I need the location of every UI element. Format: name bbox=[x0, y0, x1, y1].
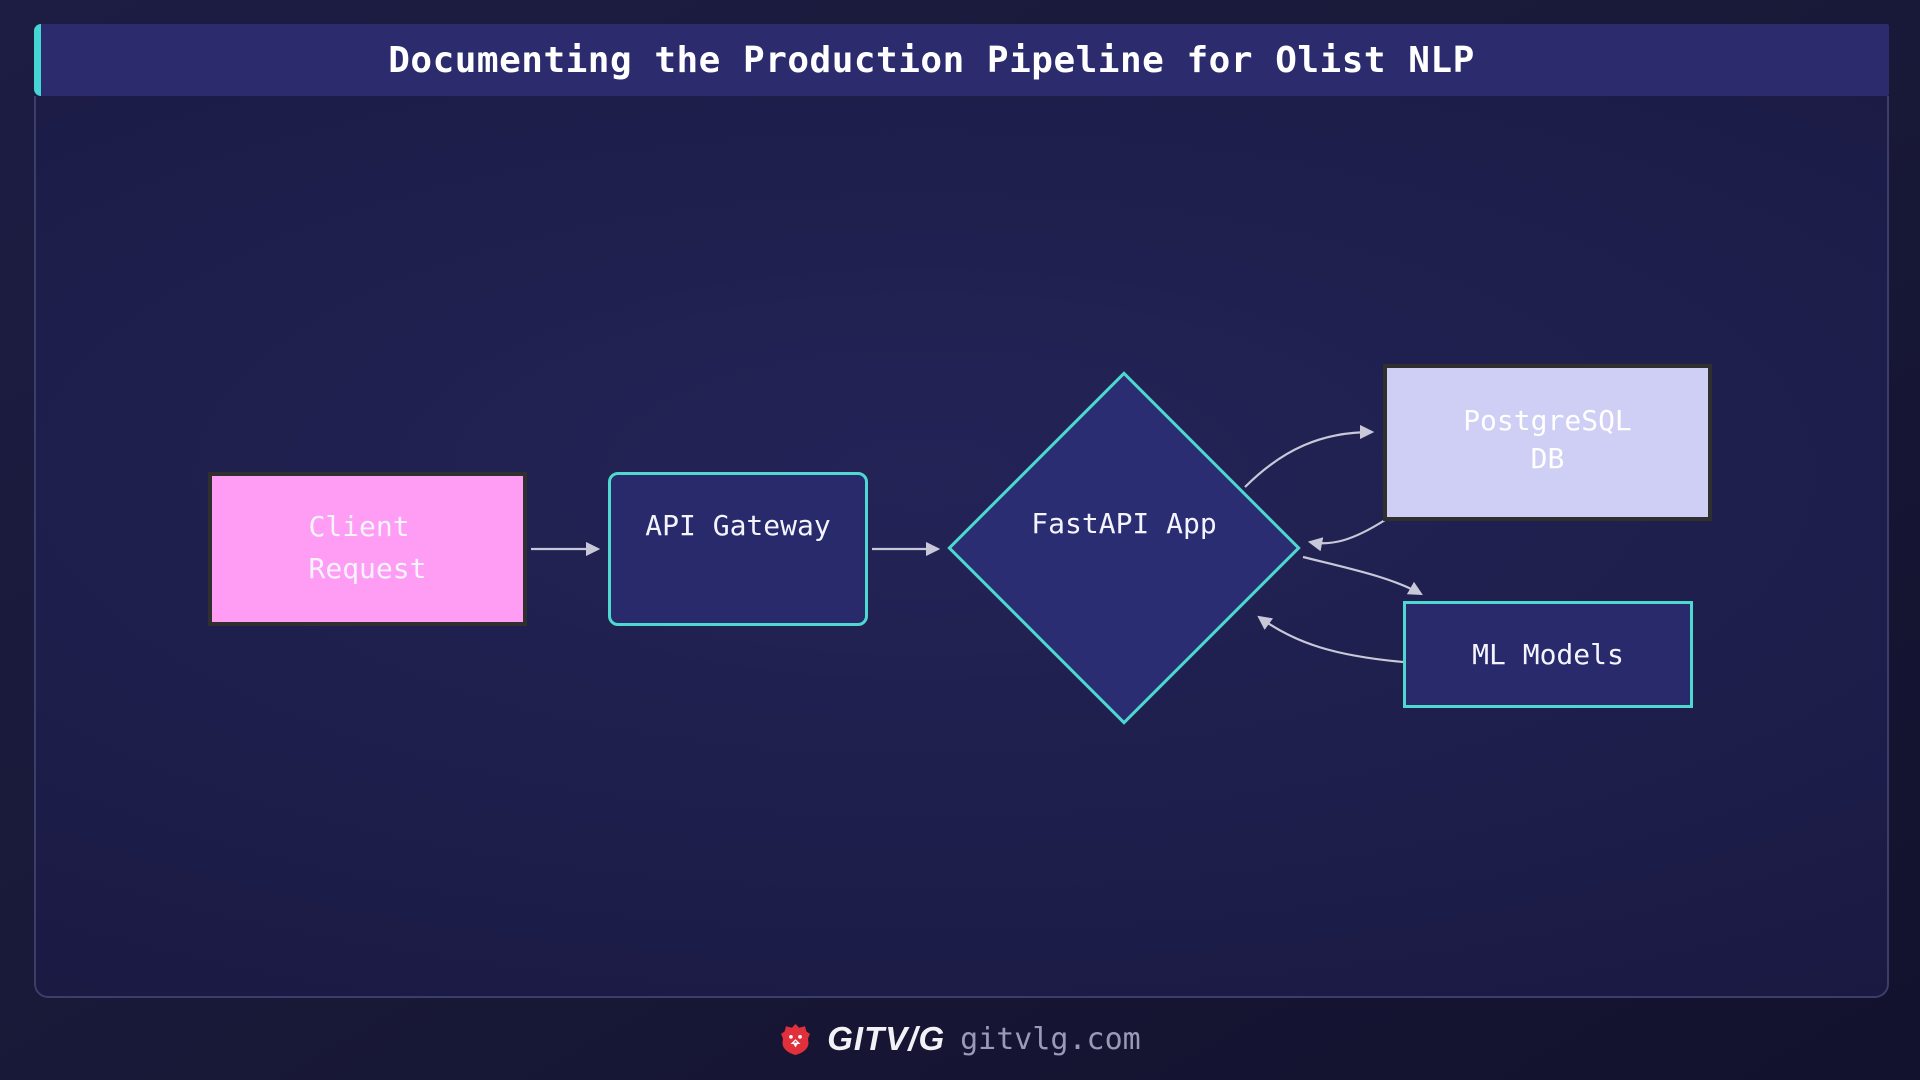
api-gateway-label: API Gateway bbox=[645, 509, 831, 542]
title-accent-bar bbox=[34, 24, 41, 96]
node-api-gateway: API Gateway bbox=[608, 472, 868, 626]
footer: GITV/G gitvlg.com bbox=[0, 998, 1920, 1080]
fastapi-app-label: FastAPI App bbox=[1031, 507, 1217, 540]
postgresql-line2: DB bbox=[1530, 442, 1565, 475]
postgresql-line1: PostgreSQL bbox=[1463, 404, 1632, 437]
title-bar: Documenting the Production Pipeline for … bbox=[34, 24, 1889, 96]
page-title: Documenting the Production Pipeline for … bbox=[388, 39, 1475, 81]
client-request-line1: Client bbox=[308, 510, 410, 543]
node-ml-models: ML Models bbox=[1403, 601, 1693, 708]
ml-models-label: ML Models bbox=[1472, 638, 1624, 671]
node-postgresql-db: PostgreSQL DB bbox=[1383, 364, 1712, 521]
brand-domain: gitvlg.com bbox=[960, 1021, 1141, 1057]
client-request-line2: Request bbox=[308, 552, 427, 585]
lion-logo-icon bbox=[781, 1023, 811, 1055]
brand-name: GITV/G bbox=[827, 1020, 946, 1057]
